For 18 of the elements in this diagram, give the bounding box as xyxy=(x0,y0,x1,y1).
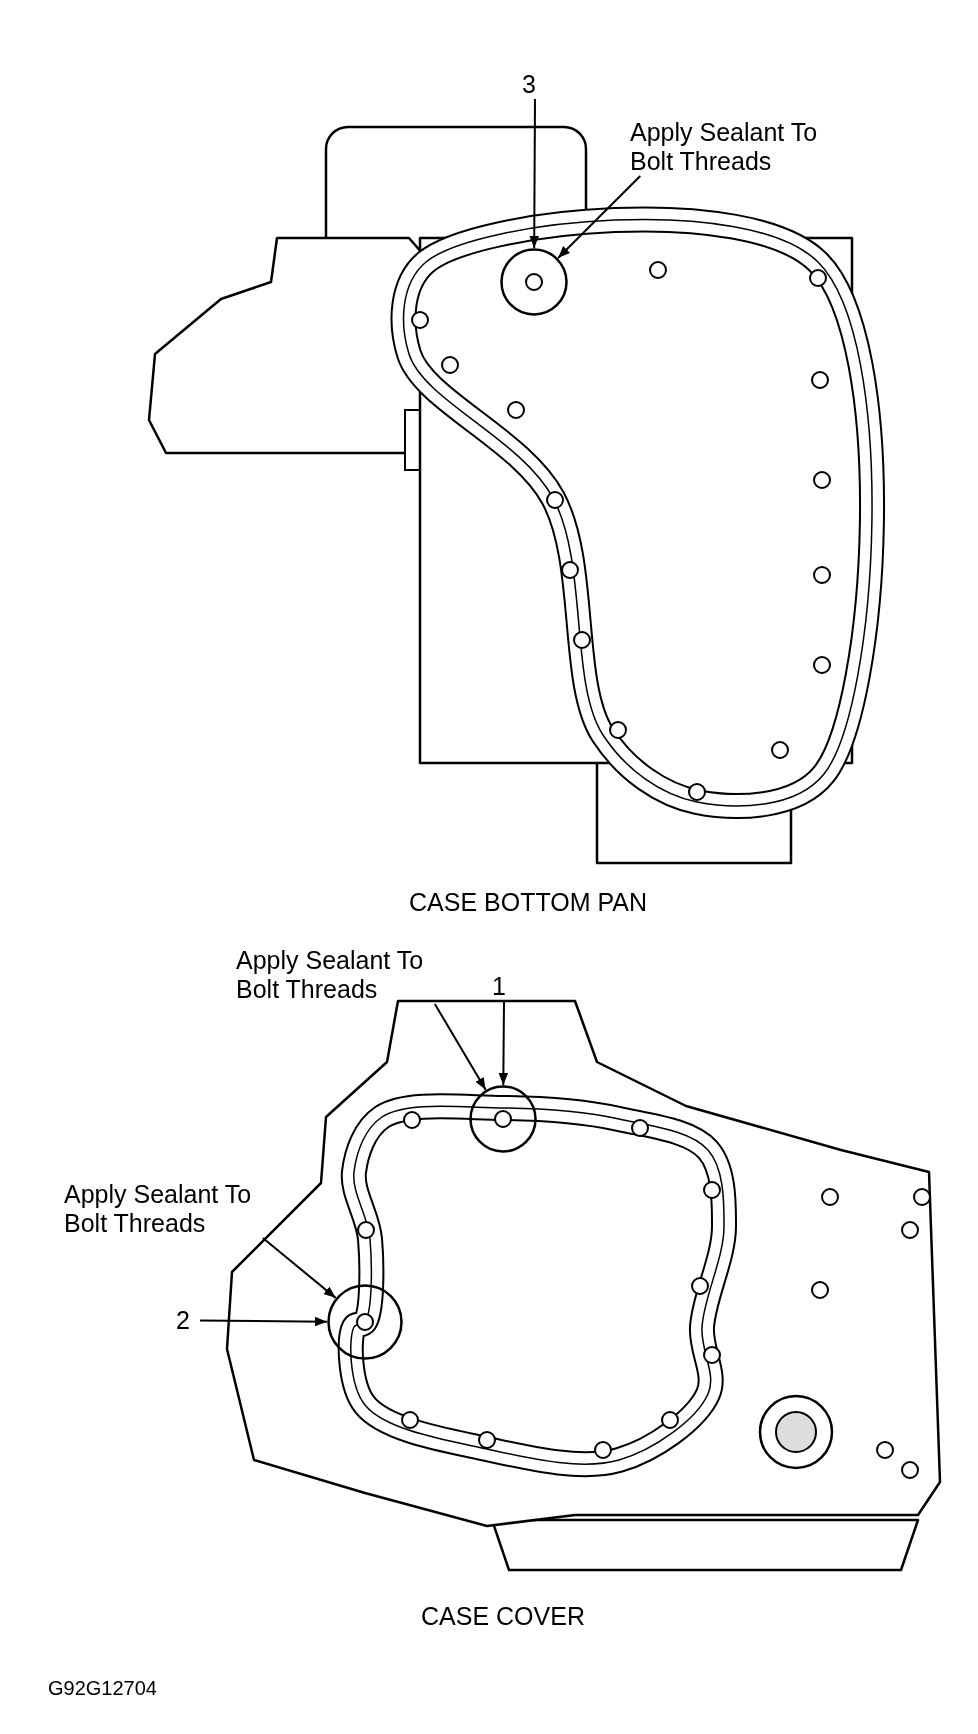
callout-circle xyxy=(469,1085,537,1153)
figure-code: G92G12704 xyxy=(48,1677,157,1700)
leader-arrow xyxy=(529,98,540,249)
leader-arrow xyxy=(199,1316,328,1327)
callout-circle xyxy=(327,1284,403,1360)
view-caption: CASE COVER xyxy=(421,1602,585,1631)
callout-circle xyxy=(500,248,568,316)
leader-arrow xyxy=(557,175,642,259)
callout-number: 2 xyxy=(176,1306,191,1335)
note-text: Apply Sealant To Bolt Threads xyxy=(236,946,425,1004)
view-caption: CASE BOTTOM PAN xyxy=(409,888,647,917)
leader-arrow xyxy=(433,1003,487,1091)
callout-number: 1 xyxy=(492,972,507,1001)
note-text: Apply Sealant To Bolt Threads xyxy=(64,1180,253,1238)
leader-arrow xyxy=(261,1237,337,1299)
callout-number: 3 xyxy=(522,70,537,99)
note-text: Apply Sealant To Bolt Threads xyxy=(630,118,819,176)
leader-arrow xyxy=(498,1000,509,1086)
